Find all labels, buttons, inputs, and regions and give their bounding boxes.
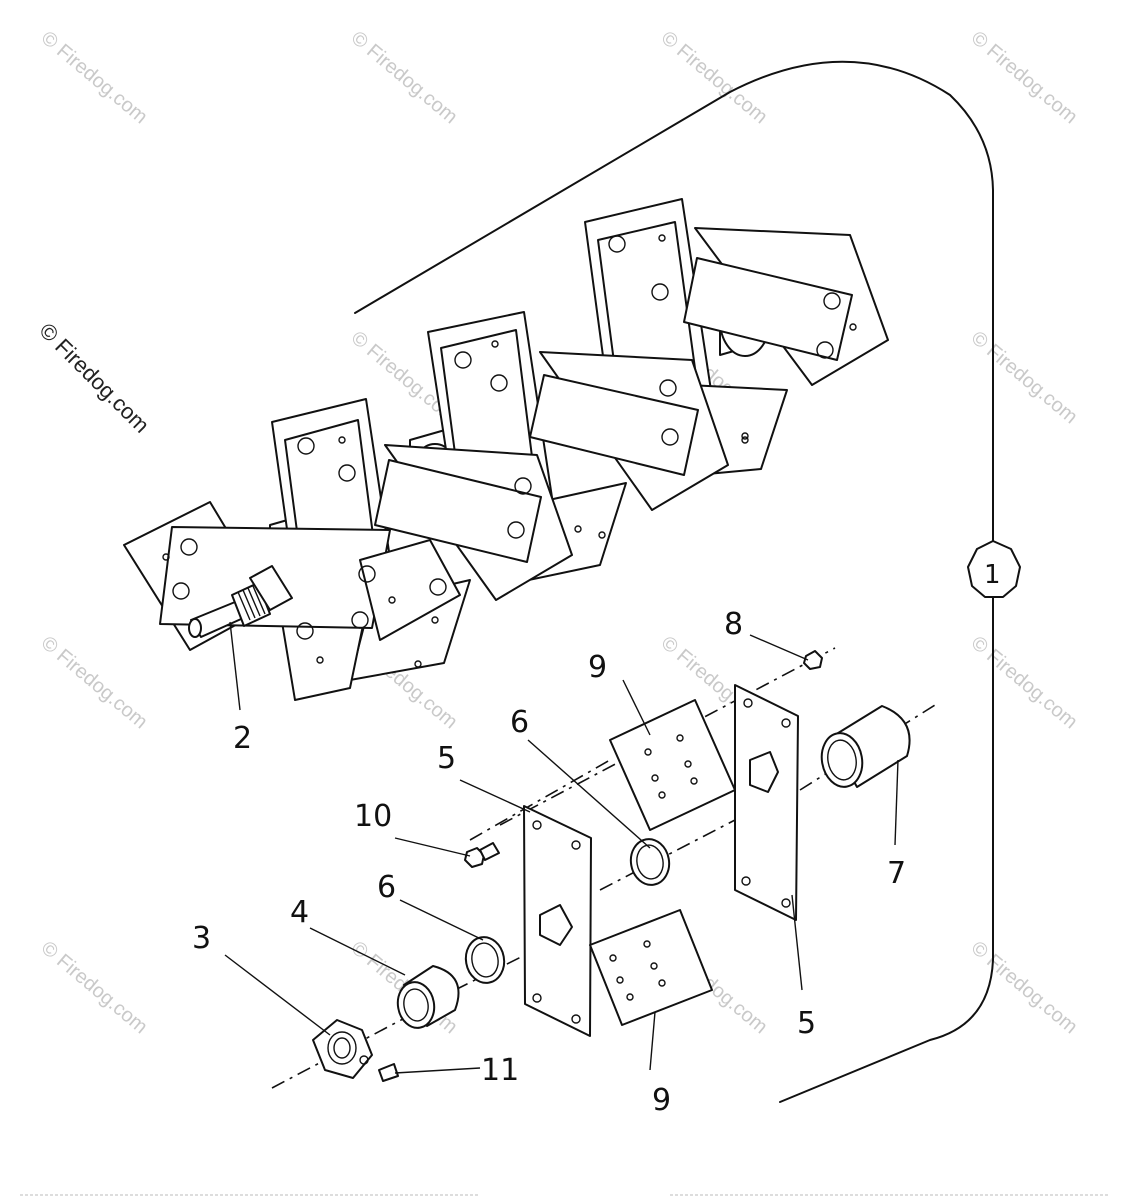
watermark: © Firedog.com: [37, 632, 152, 733]
callout-label-9: 9: [588, 650, 607, 685]
callout-label-8: 8: [724, 607, 743, 642]
callout-label-2: 2: [233, 721, 252, 756]
housing-outline: [354, 60, 994, 1103]
watermark: © Firedog.com: [347, 27, 462, 128]
watermark: © Firedog.com: [967, 632, 1082, 733]
watermark: © Firedog.com: [37, 937, 152, 1038]
part-10-bolt: [464, 842, 500, 868]
callout-label-6: 6: [377, 870, 396, 905]
callout-label-9: 9: [652, 1083, 671, 1118]
leader-lines: [224, 621, 899, 1074]
part-3-hex-nut: [312, 1019, 373, 1079]
rotor-shaft: [188, 565, 293, 638]
callout-label-6: 6: [510, 705, 529, 740]
part-4-bushing: [396, 965, 460, 1029]
callout-label-5: 5: [437, 741, 456, 776]
part-6-washer-front: [464, 936, 506, 984]
callout-1: 1: [967, 540, 1021, 598]
part-5-plate-rear: [734, 684, 799, 921]
part-5-plate-front: [523, 805, 592, 1037]
watermark: © Firedog.com: [657, 27, 772, 128]
callout-labels: 2 3 4 5 5 6 6 7 8 9 9 10 11: [192, 607, 906, 1118]
watermark-main: © Firedog.com: [34, 318, 154, 438]
rotor-assembly: [123, 198, 889, 701]
part-8-small-nut: [803, 650, 823, 670]
callout-label-1: 1: [984, 560, 1001, 590]
callout-label-3: 3: [192, 921, 211, 956]
part-11-set-screw: [378, 1063, 399, 1082]
part-9-pad-lower: [589, 909, 713, 1026]
callout-label-7: 7: [887, 856, 906, 891]
callout-label-5: 5: [797, 1006, 816, 1041]
watermark: © Firedog.com: [37, 27, 152, 128]
watermark: © Firedog.com: [967, 27, 1082, 128]
part-9-pad-upper: [609, 699, 736, 831]
callout-label-11: 11: [481, 1053, 519, 1088]
part-7-bushing: [820, 705, 911, 788]
part-6-washer-rear: [629, 838, 671, 886]
callout-label-10: 10: [354, 799, 392, 834]
watermark: © Firedog.com: [967, 327, 1082, 428]
axis-lines: [271, 647, 936, 1089]
watermark: © Firedog.com: [967, 937, 1082, 1038]
callout-label-4: 4: [290, 895, 309, 930]
